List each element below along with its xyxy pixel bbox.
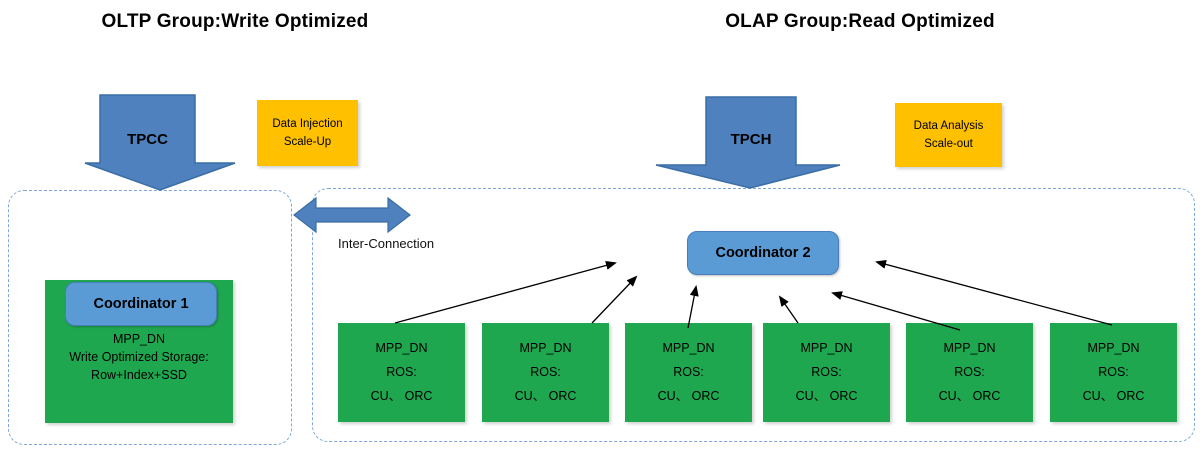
coordinator-1: Coordinator 1 [65, 282, 217, 326]
node-line: MPP_DN [943, 341, 996, 355]
data-injection-badge: Data Injection Scale-Up [257, 100, 358, 166]
node-line: CU、 ORC [514, 389, 577, 403]
node-line: MPP_DN [519, 341, 572, 355]
node-line: ROS: [954, 365, 985, 379]
node-line: Row+Index+SSD [91, 368, 187, 382]
oltp-group-title: OLTP Group:Write Optimized [101, 11, 369, 32]
inter-connection-label: Inter-Connection [338, 236, 435, 251]
node-line: ROS: [673, 365, 704, 379]
node-line: CU、 ORC [370, 389, 433, 403]
node-line: ROS: [1098, 365, 1129, 379]
node-line: Write Optimized Storage: [69, 350, 209, 364]
olap-mpp-dn-node-2: MPP_DN ROS: CU、 ORC [482, 323, 609, 422]
olap-mpp-dn-node-3: MPP_DN ROS: CU、 ORC [625, 323, 752, 422]
badge-line: Scale-Up [283, 136, 332, 148]
node-line: MPP_DN [375, 341, 428, 355]
node-line: MPP_DN [112, 332, 166, 346]
olap-mpp-dn-node-6: MPP_DN ROS: CU、 ORC [1050, 323, 1177, 422]
olap-mpp-dn-node-1: MPP_DN ROS: CU、 ORC [338, 323, 465, 422]
olap-mpp-dn-node-4: MPP_DN ROS: CU、 ORC [763, 323, 890, 422]
coordinator-1-label: Coordinator 1 [93, 296, 189, 312]
node-line: ROS: [811, 365, 842, 379]
node-line: ROS: [386, 365, 417, 379]
tpcc-label: TPCC [127, 131, 168, 148]
coordinator-2: Coordinator 2 [687, 231, 839, 275]
badge-line: Data Injection [272, 118, 343, 130]
node-line: MPP_DN [800, 341, 853, 355]
node-line: CU、 ORC [1082, 389, 1145, 403]
olap-mpp-dn-node-5: MPP_DN ROS: CU、 ORC [906, 323, 1033, 422]
node-line: CU、 ORC [938, 389, 1001, 403]
node-line: CU、 ORC [795, 389, 858, 403]
badge-line: Data Analysis [913, 120, 984, 132]
node-line: CU、 ORC [657, 389, 720, 403]
coordinator-2-label: Coordinator 2 [715, 245, 811, 261]
data-analysis-badge: Data Analysis Scale-out [895, 103, 1002, 167]
badge-line: Scale-out [924, 138, 973, 150]
node-line: MPP_DN [1087, 341, 1140, 355]
node-line: ROS: [530, 365, 561, 379]
olap-group-title: OLAP Group:Read Optimized [725, 11, 995, 32]
node-line: MPP_DN [662, 341, 715, 355]
tpch-label: TPCH [730, 131, 772, 148]
